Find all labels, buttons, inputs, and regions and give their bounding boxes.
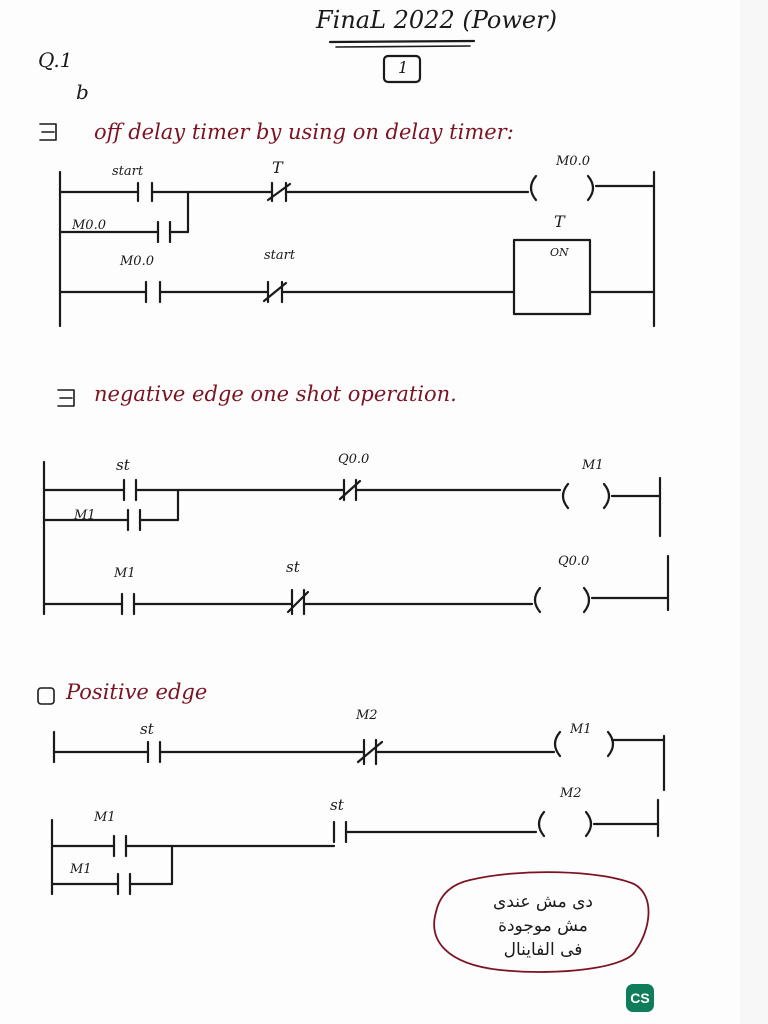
label-st-3: st [140, 720, 154, 738]
latch-branch-wire [42, 488, 180, 522]
timer-box [512, 238, 592, 316]
coil-m2 [537, 810, 593, 838]
question-part: b [76, 80, 89, 104]
nc-contact-m2 [356, 738, 384, 766]
no-contact-m1 [112, 834, 128, 858]
handwritten-note: دى مش عندى مش موجودة فى الفاينال [448, 890, 638, 962]
rung-1-wire [58, 184, 656, 194]
coil-q00 [533, 586, 591, 614]
label-m1-contact: M1 [114, 566, 136, 581]
camscanner-logo: CS [626, 984, 654, 1012]
no-contact-m1 [120, 592, 136, 616]
rung-diagram-positive-edge [50, 730, 666, 896]
no-contact-st [122, 478, 138, 502]
section-3-heading: Positive edge [66, 680, 208, 704]
label-st: st [116, 456, 130, 474]
label-m1-contact-3: M1 [94, 810, 116, 825]
page-edge [740, 0, 768, 1024]
page-title: FinaL 2022 (Power) [316, 6, 557, 34]
no-contact-st-2 [332, 820, 348, 844]
label-q00-contact: Q0.0 [338, 452, 370, 467]
title-underline [328, 39, 476, 44]
nc-contact-start [262, 280, 288, 304]
question-number: Q.1 [38, 48, 73, 72]
label-latch-m00: M0.0 [72, 218, 106, 233]
label-timer-type: ON [550, 246, 569, 259]
latch-branch-wire [58, 190, 190, 234]
no-contact-m1-latch [116, 872, 132, 896]
page-number-box [382, 54, 422, 84]
label-st-nc: st [286, 558, 300, 576]
latch-branch-wire [50, 844, 174, 886]
label-coil-q00: Q0.0 [558, 554, 590, 569]
coil-m00 [529, 174, 595, 202]
heading-bullet-1 [39, 123, 57, 141]
rung-2-wire [50, 822, 660, 848]
label-latch-m1: M1 [74, 508, 96, 523]
label-m00-contact: M0.0 [120, 254, 154, 269]
rung-diagram-off-delay [58, 170, 656, 328]
page-number: 1 [398, 58, 409, 77]
no-contact-st [146, 740, 162, 764]
note-line-1: دى مش عندى [493, 892, 593, 912]
title-underline-2 [335, 45, 471, 48]
nc-contact-st [286, 588, 310, 616]
heading-bullet-2 [57, 389, 75, 407]
label-coil-m00: M0.0 [556, 154, 590, 169]
label-start: start [112, 164, 144, 179]
no-contact-m00-latch [156, 220, 172, 244]
no-contact-m00 [144, 280, 162, 304]
no-contact-start [136, 181, 154, 203]
coil-m1 [553, 730, 615, 758]
no-contact-m1-latch [126, 508, 142, 532]
nc-contact-q00 [338, 478, 362, 502]
label-timer-name: T [554, 212, 565, 231]
rung-2-wire [42, 596, 670, 606]
note-outline [433, 871, 650, 973]
label-st-2: st [330, 796, 344, 814]
label-m2-contact: M2 [356, 708, 378, 723]
nc-contact-t [266, 181, 292, 203]
rung-diagram-negative-edge [42, 460, 670, 616]
label-t-contact: T [272, 158, 283, 177]
label-latch-m1-3: M1 [70, 862, 92, 877]
label-coil-m2: M2 [560, 786, 582, 801]
note-line-3: فى الفاينال [503, 940, 583, 960]
note-line-2: مش موجودة [498, 916, 588, 936]
rung-1-wire [42, 488, 662, 498]
label-coil-m1: M1 [582, 458, 604, 473]
rung-1-wire [52, 738, 666, 754]
heading-bullet-3 [37, 687, 55, 705]
section-2-heading: negative edge one shot operation. [94, 382, 457, 406]
coil-m1 [561, 482, 611, 510]
label-start-nc: start [264, 248, 296, 263]
label-coil-m1-3: M1 [570, 722, 592, 737]
section-1-heading: off delay timer by using on delay timer: [94, 120, 514, 144]
